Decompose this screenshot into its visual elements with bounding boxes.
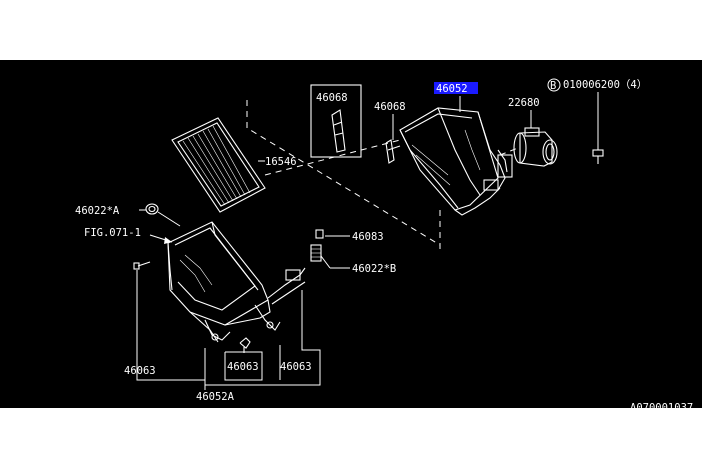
bracket-46052A	[205, 290, 321, 386]
bolt-symbol-circle	[547, 78, 561, 92]
label-bolt: 010006200（4）	[563, 79, 647, 91]
label-46022B: 46022*B	[352, 263, 396, 275]
air-cleaner-lower-case	[167, 221, 306, 343]
dashed-guide-22680	[499, 147, 519, 156]
bolt: B	[547, 78, 604, 164]
clip-46068-boxed	[310, 84, 362, 158]
clip-46068	[385, 114, 401, 164]
fig-reference-arrow	[149, 234, 173, 244]
label-46063-right: 46063	[280, 361, 312, 373]
diagram-background	[0, 60, 702, 408]
airflow-meter	[513, 110, 558, 167]
air-cleaner-upper-case	[399, 107, 513, 216]
clip-46022B	[310, 244, 350, 269]
label-46068-boxed: 46068	[316, 92, 348, 104]
highlight-46052	[434, 82, 478, 94]
clip-46083	[315, 229, 350, 239]
screw-46063-left	[133, 261, 151, 270]
label-46022A: 46022*A	[75, 205, 120, 217]
label-46052: 46052	[436, 83, 468, 95]
label-46068: 46068	[374, 101, 406, 113]
label-46083: 46083	[352, 231, 384, 243]
clip-46022A	[139, 203, 181, 227]
label-22680: 22680	[508, 97, 540, 109]
bolt-symbol: B	[550, 80, 556, 92]
label-fig-071-1[interactable]: FIG.071-1	[84, 227, 141, 239]
drawing-number: A070001037	[630, 402, 693, 414]
label-46063-left: 46063	[124, 365, 156, 377]
label-46063-mid: 46063	[227, 361, 259, 373]
label-46052A: 46052A	[196, 391, 235, 403]
label-16546: 16546	[265, 156, 297, 168]
dashed-guide-upper	[246, 100, 441, 246]
air-filter-element	[171, 117, 266, 213]
leader-46063-mid	[224, 351, 263, 381]
